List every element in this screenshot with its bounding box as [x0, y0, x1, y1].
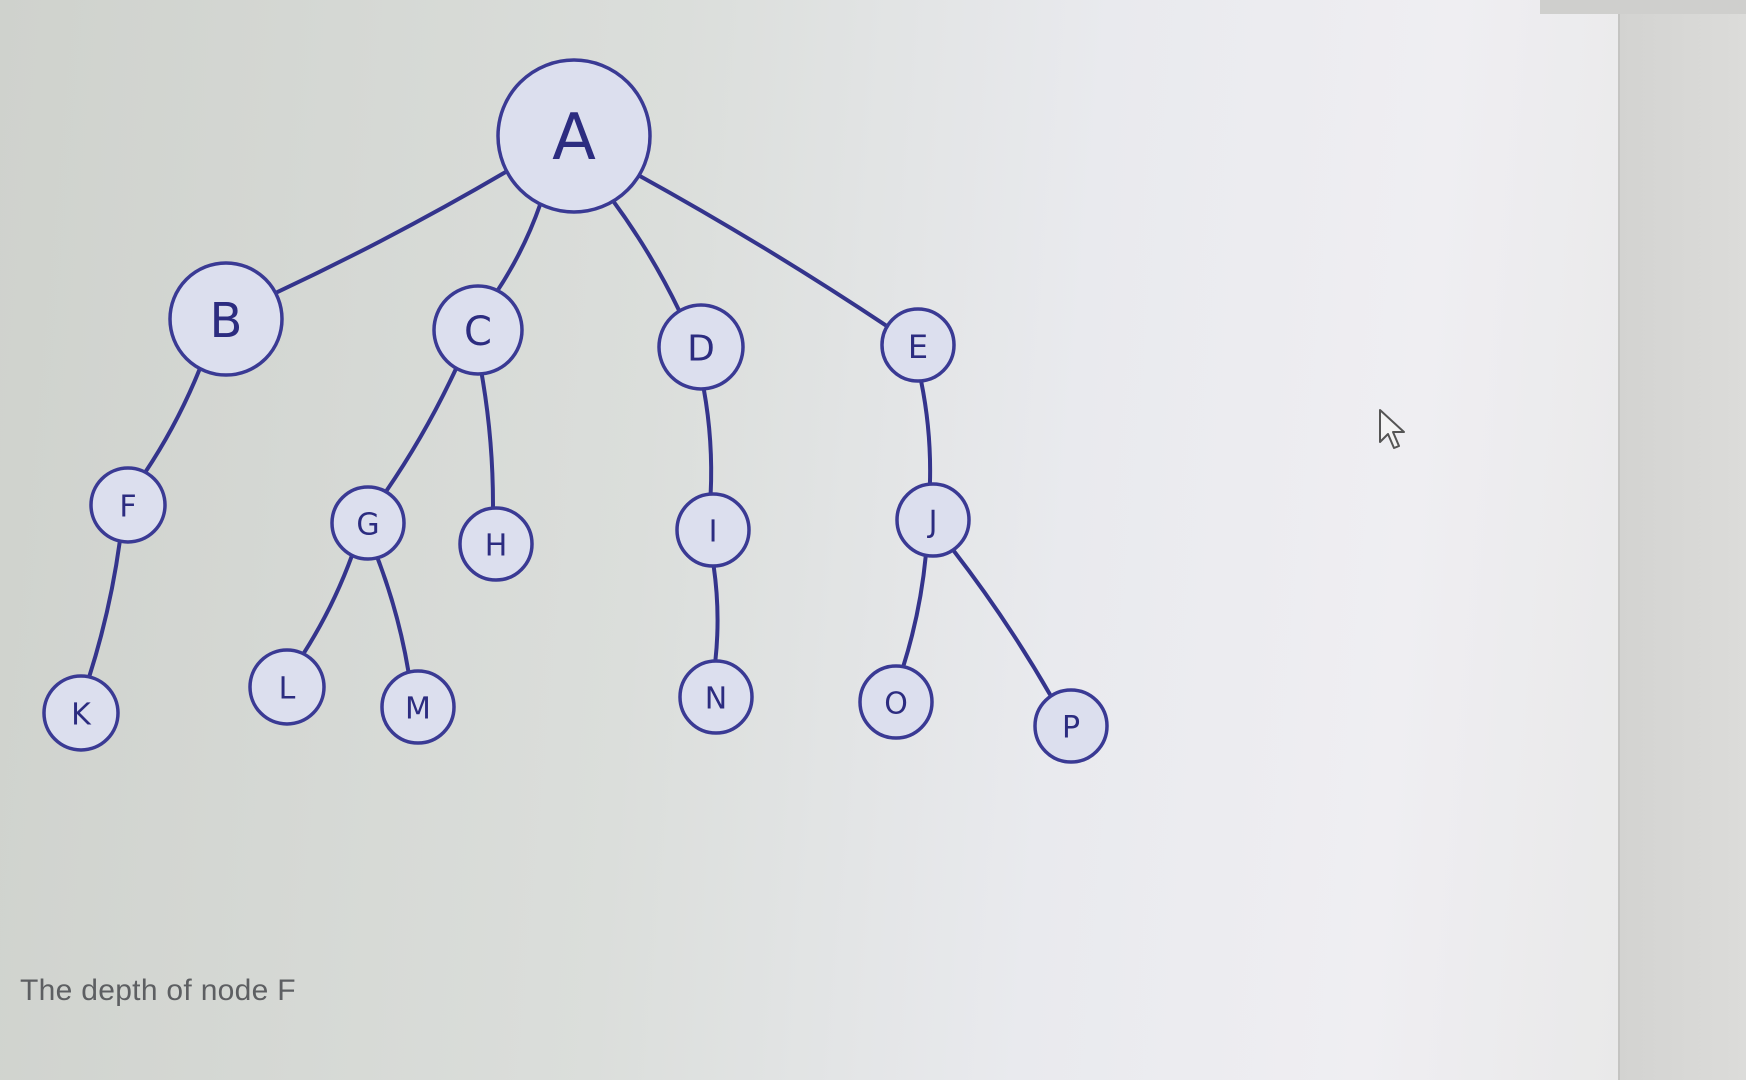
node-b: B — [168, 261, 284, 377]
node-m: M — [380, 669, 456, 745]
node-o-circle — [858, 664, 934, 740]
tree-nodes: A B C D E F G H I J K L M N O P — [42, 58, 1109, 764]
edge-i-n — [711, 563, 720, 664]
node-g: G — [330, 485, 406, 561]
node-j: J — [895, 482, 971, 558]
edge-g-m — [375, 555, 411, 675]
node-a-circle — [496, 58, 652, 214]
edge-a-e — [636, 173, 890, 329]
node-n-label: N — [705, 682, 727, 717]
edge-a-c — [495, 202, 543, 293]
node-l: L — [248, 648, 326, 726]
node-g-label: G — [356, 508, 379, 543]
edge-c-h — [479, 371, 495, 511]
monitor-bezel — [1618, 0, 1746, 1080]
edge-f-k — [87, 539, 122, 679]
node-e: E — [880, 307, 956, 383]
node-m-label: M — [405, 692, 431, 727]
node-f-circle — [89, 466, 167, 544]
edge-j-p — [951, 547, 1053, 699]
edge-j-o — [901, 553, 928, 669]
node-h: H — [458, 506, 534, 582]
node-c: C — [432, 284, 524, 376]
node-a-label: A — [552, 101, 596, 175]
edge-d-i — [701, 386, 714, 497]
node-g-circle — [330, 485, 406, 561]
monitor-bezel-top — [1540, 0, 1746, 14]
edge-b-f — [143, 366, 202, 475]
node-c-circle — [432, 284, 524, 376]
node-n: N — [678, 659, 754, 735]
node-e-label: E — [908, 328, 928, 366]
node-i: I — [675, 492, 751, 568]
node-p-label: P — [1062, 711, 1080, 746]
node-n-circle — [678, 659, 754, 735]
node-a: A — [496, 58, 652, 214]
node-i-label: I — [709, 515, 718, 550]
edge-a-b — [273, 169, 509, 295]
node-h-label: H — [485, 529, 508, 564]
node-b-label: B — [210, 293, 243, 349]
node-o-label: O — [884, 687, 908, 722]
node-d: D — [657, 303, 745, 391]
node-k-label: K — [71, 698, 92, 733]
question-prompt: The depth of node F — [20, 974, 296, 1007]
node-c-label: C — [464, 309, 492, 355]
node-b-circle — [168, 261, 284, 377]
node-m-circle — [380, 669, 456, 745]
node-j-circle — [895, 482, 971, 558]
node-f-label: F — [119, 490, 136, 525]
node-j-label: J — [927, 505, 938, 540]
node-k: K — [42, 674, 120, 752]
edge-g-l — [301, 553, 355, 656]
node-e-circle — [880, 307, 956, 383]
node-p: P — [1033, 688, 1109, 764]
node-p-circle — [1033, 688, 1109, 764]
tree-edges — [87, 169, 1053, 699]
node-l-circle — [248, 648, 326, 726]
node-f: F — [89, 466, 167, 544]
mouse-pointer-icon — [1379, 409, 1405, 449]
edge-c-g — [383, 366, 459, 494]
node-d-circle — [657, 303, 745, 391]
node-d-label: D — [687, 329, 715, 370]
node-l-label: L — [279, 672, 296, 707]
node-k-circle — [42, 674, 120, 752]
node-i-circle — [675, 492, 751, 568]
edge-e-j — [919, 378, 933, 487]
edge-a-d — [611, 199, 682, 314]
screen-area — [0, 0, 1618, 1080]
node-o: O — [858, 664, 934, 740]
node-h-circle — [458, 506, 534, 582]
